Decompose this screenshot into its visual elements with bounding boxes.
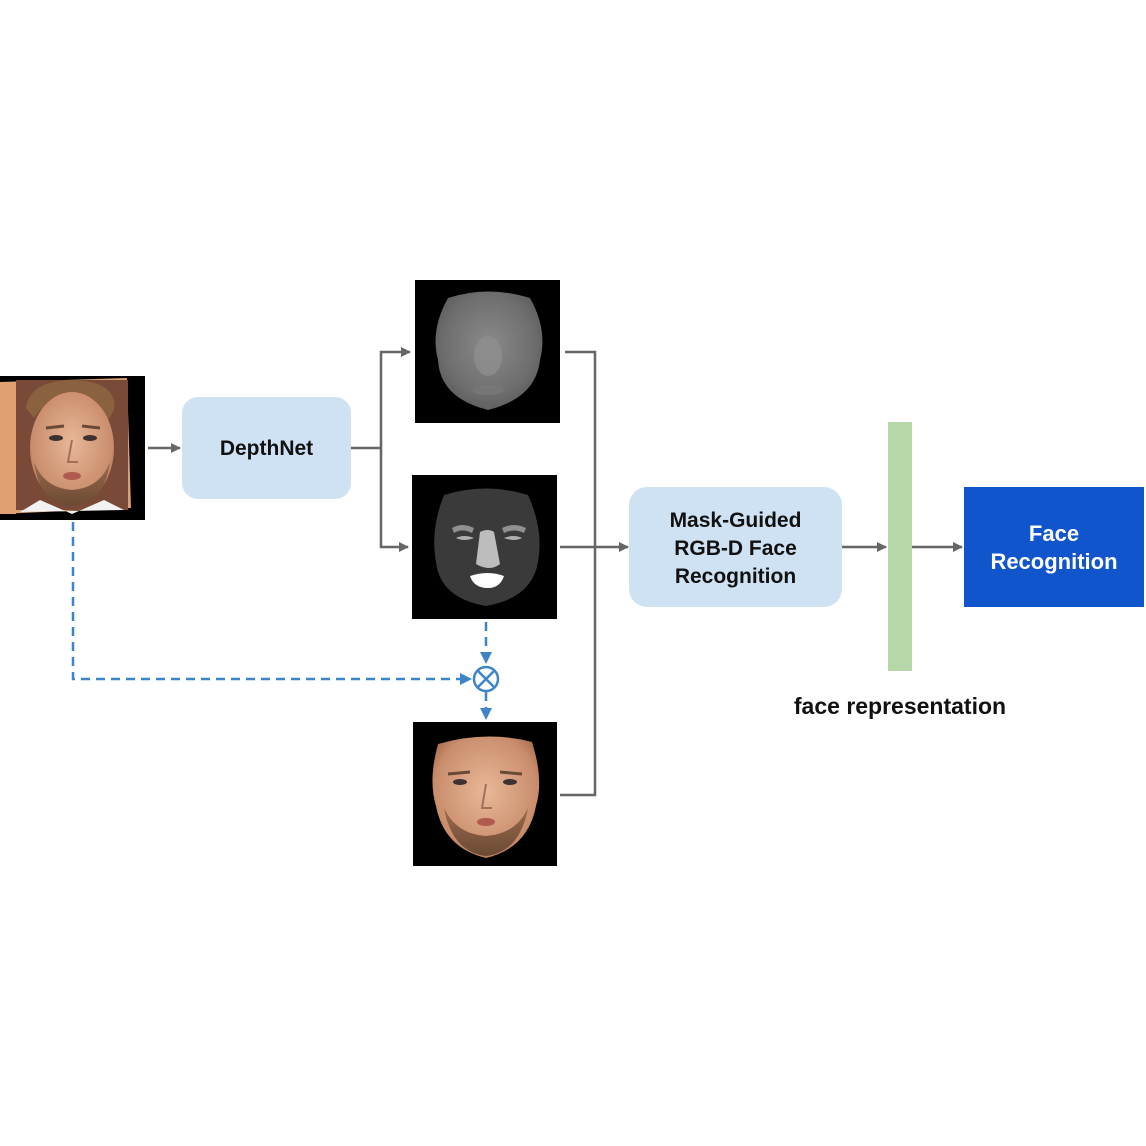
fusion-label-line-2: RGB-D Face	[674, 537, 797, 560]
arrow-to-depth-map	[379, 347, 411, 448]
depthnet-label: DepthNet	[220, 437, 313, 460]
masked-face-image	[413, 722, 557, 866]
multiply-icon	[472, 665, 500, 693]
face-representation-bar	[888, 422, 912, 671]
mask-path	[71, 522, 492, 720]
fusion-label-line-3: Recognition	[675, 565, 796, 588]
input-face-image	[0, 376, 145, 520]
output-label-line-2: Recognition	[990, 549, 1117, 574]
facial-mask-image	[412, 475, 557, 619]
fusion-label-line-1: Mask-Guided	[670, 509, 802, 532]
representation-label: face representation	[794, 693, 1006, 719]
connector-merge-bus	[560, 350, 597, 797]
output-label-line-1: Face	[1029, 521, 1079, 546]
arrow-to-mask	[379, 448, 409, 552]
arrow-rgb-to-multiply	[71, 522, 472, 685]
depthnet-module: DepthNet	[182, 397, 351, 499]
depth-map-image	[415, 280, 560, 423]
fusion-module: Mask-Guided RGB-D Face Recognition	[629, 487, 842, 607]
gray-connectors	[148, 347, 963, 797]
face-recognition-output: Face Recognition	[964, 487, 1144, 607]
